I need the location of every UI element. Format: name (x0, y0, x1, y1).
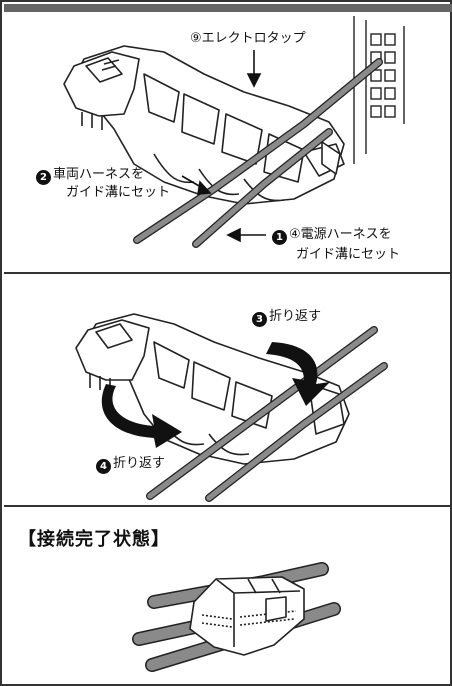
step-number-badge: 3 (252, 312, 267, 327)
electro-tap-connector (63, 45, 345, 205)
arrow-icon (181, 175, 212, 195)
fold-arrow-icon (266, 342, 330, 406)
vehicle-harness-wire (133, 58, 383, 244)
step-number-badge: 1 (272, 230, 287, 245)
step3-panel: 【接続完了状態】 (4, 507, 452, 686)
vehicle-panel-icon (353, 16, 405, 164)
completed-state-title: 【接続完了状態】 (18, 529, 170, 550)
electro-tap-connector (75, 313, 350, 465)
step1-illustration (63, 16, 405, 248)
power-harness-wire (205, 362, 388, 502)
vehicle-harness-wire (146, 326, 378, 500)
power-harness-line1: ④電源ハーネスを (289, 227, 392, 242)
arrow-icon (226, 227, 266, 243)
vehicle-harness-line2: ガイド溝にセット (66, 185, 171, 200)
power-harness-wire (192, 128, 333, 248)
top-bar (4, 4, 452, 12)
step-number-badge: 2 (36, 170, 51, 185)
fold-step4-text: 折り返す (113, 456, 166, 471)
power-harness-line2: ガイド溝にセット (296, 247, 401, 262)
arrow-icon (246, 50, 262, 88)
closed-connector (189, 576, 305, 656)
vehicle-harness-line1: 車両ハーネスを (53, 167, 145, 182)
electro-tap-label: ⑨エレクトロタップ (190, 31, 306, 46)
step-number-badge: 4 (96, 459, 111, 474)
step3-illustration (132, 562, 341, 672)
step2-illustration (75, 313, 388, 502)
fold-arrow-icon (101, 384, 182, 448)
fold-step3-text: 折り返す (269, 309, 322, 324)
